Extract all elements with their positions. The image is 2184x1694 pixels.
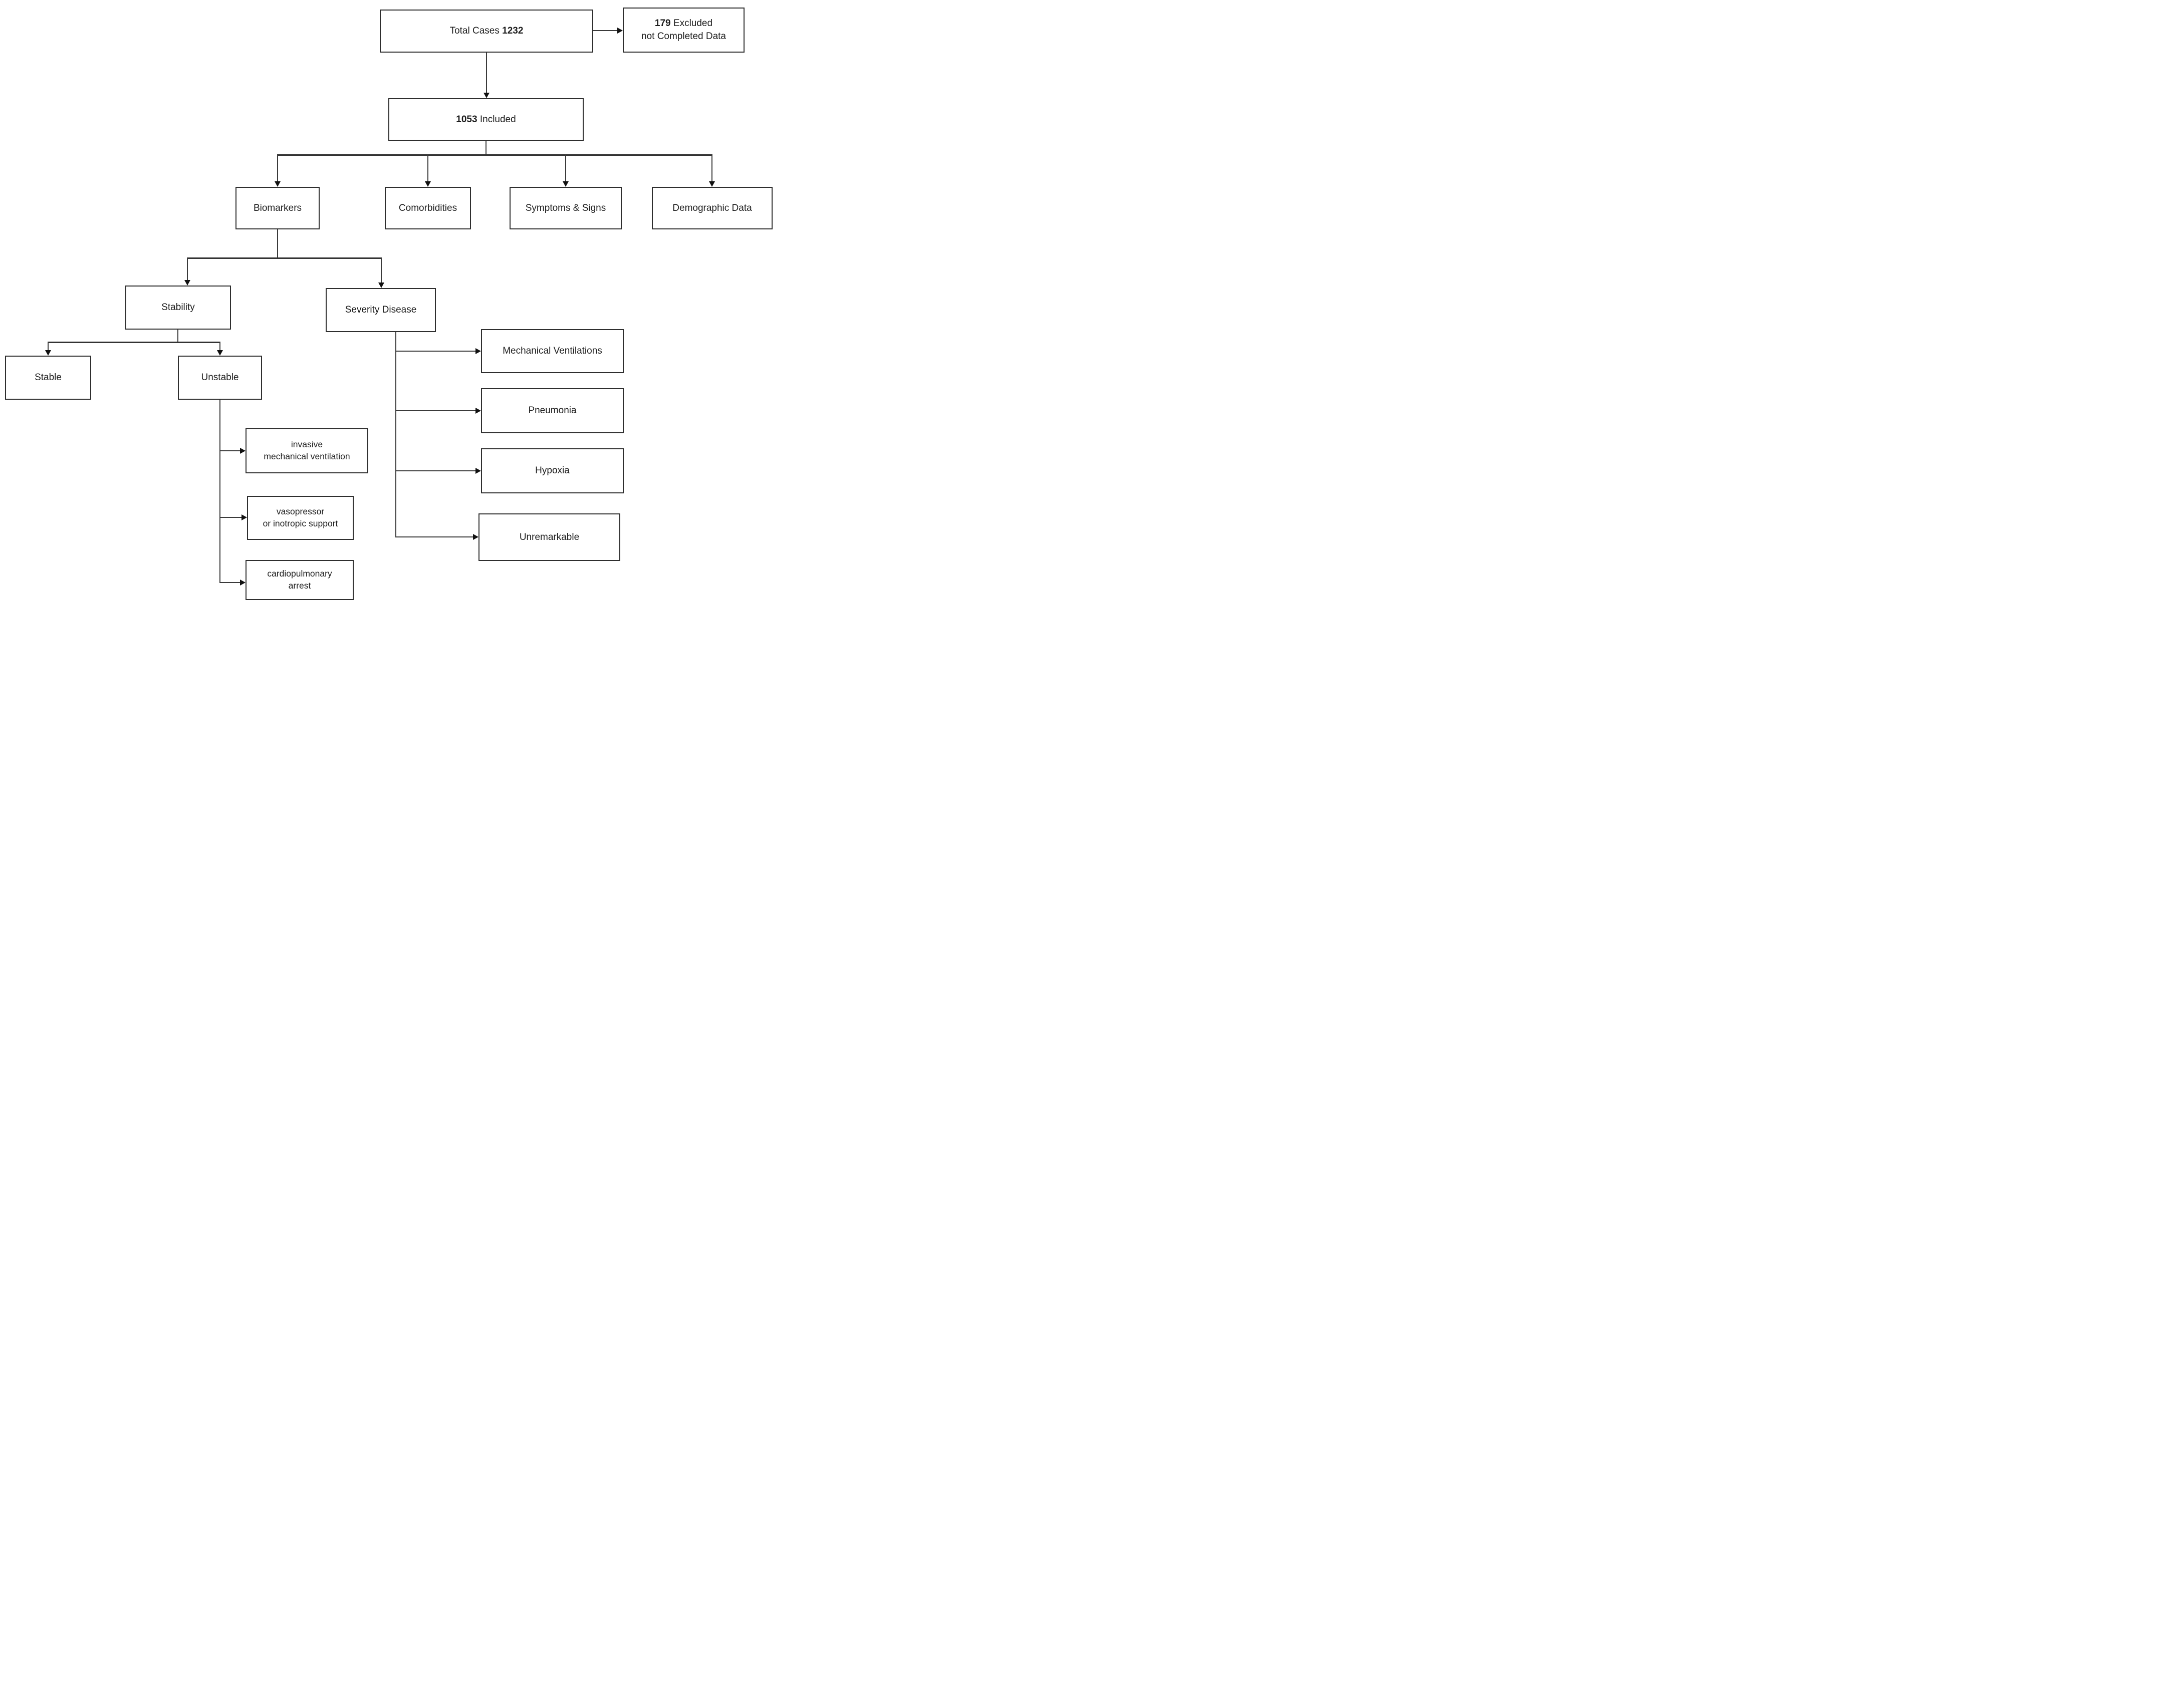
node-excluded: 179 Excluded not Completed Data — [623, 8, 745, 53]
node-symptoms-signs: Symptoms & Signs — [510, 187, 622, 229]
node-excluded-line2: not Completed Data — [641, 31, 726, 42]
connector-branch-cardio — [219, 582, 240, 583]
node-severity-disease: Severity Disease — [326, 288, 436, 332]
connector-stability-distributor — [48, 342, 220, 343]
node-invasive-mechanical-ventilation: invasive mechanical ventilation — [246, 428, 368, 473]
node-vasopressor-inotropic-support: vasopressor or inotropic support — [247, 496, 354, 540]
node-total-cases-label: Total Cases 1232 — [449, 26, 524, 37]
node-cardio-line1: cardiopulmonary — [267, 569, 332, 579]
connector-drop-severity — [381, 257, 382, 283]
connector-branch-invasive — [219, 450, 240, 451]
node-severity-disease-label: Severity Disease — [345, 305, 417, 316]
connector-stability-trunk — [177, 330, 178, 343]
arrow-right-icon — [241, 514, 247, 520]
connector-drop-biomarkers — [277, 154, 278, 182]
node-stability: Stability — [125, 286, 231, 330]
connector-drop-stability — [187, 257, 188, 280]
arrow-down-icon — [709, 181, 715, 187]
connector-biomarkers-trunk — [277, 229, 278, 258]
arrow-right-icon — [475, 408, 481, 414]
node-stable: Stable — [5, 356, 91, 400]
node-unremarkable-label: Unremarkable — [519, 531, 580, 542]
node-hypoxia-label: Hypoxia — [535, 465, 570, 476]
arrow-right-icon — [617, 28, 623, 34]
connector-branch-mech-vent — [395, 351, 476, 352]
connector-branch-pneumonia — [395, 410, 476, 411]
connector-total-excluded — [593, 30, 618, 31]
connector-biomarkers-distributor — [187, 257, 382, 259]
node-stable-label: Stable — [35, 372, 62, 383]
node-invasive-line2: mechanical ventilation — [264, 451, 350, 461]
connector-drop-comorbidities — [427, 154, 428, 182]
connector-total-included — [486, 53, 487, 94]
arrow-down-icon — [483, 93, 490, 98]
node-mechanical-ventilations: Mechanical Ventilations — [481, 329, 624, 373]
node-unremarkable: Unremarkable — [478, 513, 620, 561]
arrow-down-icon — [217, 350, 223, 356]
node-pneumonia: Pneumonia — [481, 388, 624, 433]
node-comorbidities: Comorbidities — [385, 187, 471, 229]
node-biomarkers: Biomarkers — [235, 187, 320, 229]
connector-branch-hypoxia — [395, 470, 476, 471]
node-invasive-line1: invasive — [291, 439, 323, 450]
node-unstable: Unstable — [178, 356, 262, 400]
connector-drop-unstable — [219, 342, 220, 351]
flowchart-canvas: Total Cases 1232 179 Excluded not Comple… — [0, 0, 774, 601]
arrow-down-icon — [275, 181, 281, 187]
arrow-down-icon — [425, 181, 431, 187]
arrow-right-icon — [240, 448, 246, 454]
connector-drop-symptoms — [565, 154, 566, 182]
connector-unstable-trunk — [219, 400, 220, 583]
connector-severity-trunk — [395, 332, 396, 537]
node-unstable-label: Unstable — [201, 372, 239, 383]
arrow-right-icon — [473, 534, 478, 540]
connector-drop-demographic — [711, 154, 712, 182]
arrow-down-icon — [184, 280, 190, 286]
node-cardiopulmonary-arrest: cardiopulmonary arrest — [246, 560, 354, 600]
node-demographic-data-label: Demographic Data — [672, 202, 752, 213]
arrow-down-icon — [378, 283, 384, 288]
node-comorbidities-label: Comorbidities — [398, 202, 457, 213]
connector-included-distributor — [277, 154, 712, 156]
node-included-label: 1053 Included — [456, 114, 516, 125]
connector-drop-stable — [48, 342, 49, 351]
node-vasopressor-line2: or inotropic support — [263, 518, 338, 528]
node-vasopressor-line1: vasopressor — [276, 506, 325, 517]
node-included: 1053 Included — [388, 98, 584, 141]
node-mechanical-ventilations-label: Mechanical Ventilations — [503, 346, 602, 357]
node-total-cases: Total Cases 1232 — [380, 10, 593, 53]
node-demographic-data: Demographic Data — [652, 187, 773, 229]
node-hypoxia: Hypoxia — [481, 448, 624, 493]
connector-branch-vasopressor — [219, 517, 242, 518]
node-symptoms-signs-label: Symptoms & Signs — [525, 202, 606, 213]
arrow-right-icon — [240, 580, 246, 586]
node-excluded-line1: 179 Excluded — [654, 18, 713, 29]
connector-branch-unremarkable — [395, 536, 473, 537]
arrow-right-icon — [475, 468, 481, 474]
node-biomarkers-label: Biomarkers — [253, 202, 302, 213]
node-pneumonia-label: Pneumonia — [528, 405, 577, 416]
arrow-right-icon — [475, 348, 481, 354]
connector-included-trunk — [486, 141, 487, 155]
arrow-down-icon — [563, 181, 569, 187]
arrow-down-icon — [45, 350, 51, 356]
node-cardio-line2: arrest — [288, 581, 311, 591]
node-stability-label: Stability — [161, 302, 195, 313]
